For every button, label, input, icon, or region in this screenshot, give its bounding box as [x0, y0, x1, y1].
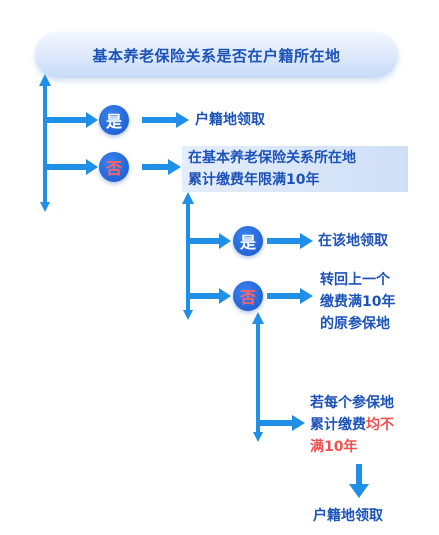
- yes2-arrow-a-shaft: [190, 238, 220, 244]
- yes2-arrow-b-shaft: [267, 238, 301, 244]
- no2-arrow-b-shaft: [267, 293, 301, 299]
- yes-badge-2-text: 是: [239, 233, 256, 252]
- condition-3-line3: 满10年: [310, 439, 358, 455]
- title-text: 基本养老保险关系是否在户籍所在地: [92, 46, 341, 65]
- condition3-arrow-head: [292, 415, 305, 431]
- result-transfer-line3: 的原参保地: [320, 316, 390, 332]
- no2-arrow-a-head: [219, 288, 231, 304]
- down-arrow-shaft: [356, 464, 362, 486]
- yes1-arrow-a-head: [86, 112, 98, 128]
- no2-arrow-a-shaft: [190, 293, 220, 299]
- main-trunk-line: [43, 78, 47, 208]
- yes-badge-1: 是: [99, 105, 129, 135]
- yes1-arrow-b-shaft: [142, 117, 178, 123]
- no-badge-1-text: 否: [105, 159, 122, 178]
- no-badge-2: 否: [233, 281, 263, 311]
- down-arrow-head: [349, 484, 369, 498]
- condition-1-line1: 在基本养老保险关系所在地: [188, 150, 356, 166]
- result-transfer-line1: 转回上一个: [320, 272, 390, 288]
- yes-badge-2: 是: [233, 226, 263, 256]
- third-trunk-top-arrow: [252, 312, 264, 324]
- second-trunk-line: [186, 196, 190, 316]
- no1-arrow-b-shaft: [142, 164, 170, 170]
- result-huji-final: 户籍地领取: [313, 508, 383, 524]
- main-trunk-bottom-arrow: [40, 202, 50, 212]
- result-transfer-line2: 缴费满10年: [320, 294, 396, 310]
- no-badge-2-text: 否: [239, 288, 256, 307]
- result-huji-1: 户籍地领取: [195, 112, 265, 128]
- result-local: 在该地领取: [318, 233, 388, 249]
- condition-3-line2-text: 累计缴费: [310, 417, 366, 433]
- third-trunk-bottom-arrow: [253, 432, 263, 442]
- condition-3-line1: 若每个参保地: [310, 395, 394, 411]
- title-banner: 基本养老保险关系是否在户籍所在地: [35, 32, 398, 78]
- no2-arrow-b-head: [300, 288, 313, 304]
- no1-arrow-a-shaft: [47, 164, 87, 170]
- third-trunk-line: [256, 316, 260, 438]
- yes2-arrow-a-head: [219, 233, 231, 249]
- condition-1-box: [182, 146, 408, 192]
- condition-3-line2: 累计缴费均不: [310, 415, 394, 435]
- yes1-arrow-b-head: [176, 112, 189, 128]
- no1-arrow-a-head: [86, 159, 98, 175]
- condition-1-line2: 累计缴费年限满10年: [188, 172, 320, 188]
- no1-arrow-b-head: [168, 159, 181, 175]
- yes-badge-1-text: 是: [105, 112, 122, 131]
- second-trunk-top-arrow: [182, 192, 194, 204]
- condition3-arrow-shaft: [260, 420, 294, 426]
- yes1-arrow-a-shaft: [47, 117, 87, 123]
- no-badge-1: 否: [99, 152, 129, 182]
- condition-3-emphasis: 均不: [366, 417, 394, 433]
- main-trunk-top-arrow: [39, 74, 51, 86]
- second-trunk-bottom-arrow: [183, 310, 193, 320]
- yes2-arrow-b-head: [300, 233, 313, 249]
